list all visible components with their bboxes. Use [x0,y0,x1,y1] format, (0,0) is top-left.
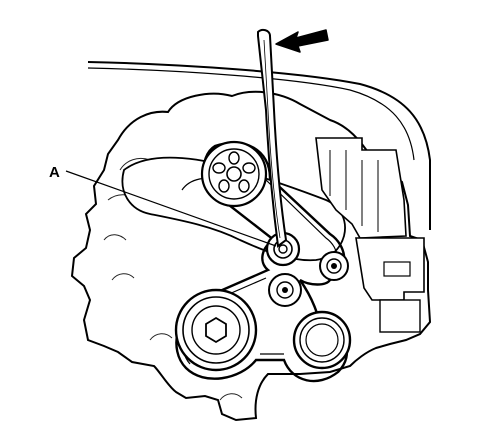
hood-panel-edge [87,67,415,161]
tensioner-tool-bar [257,28,288,248]
engine-mount-bracket [315,137,407,239]
mount-ribs [329,150,379,232]
crankshaft-pulley [174,288,258,372]
crank-bolt-hex [205,316,227,344]
lower-bracket [355,237,425,301]
casting-detail [103,157,243,401]
accessory-pulley [292,310,352,370]
bracket-slot [383,261,411,277]
tool-arrow-icon [275,29,329,53]
idler-pulley-lower [268,273,302,307]
bracket-slot-lower [379,299,421,333]
water-pump-pulley [200,140,268,208]
hood-panel-line [87,61,431,230]
idler-pulley-right [319,251,349,281]
callout-leader-line [65,170,277,247]
callout-label-a: A [49,164,60,181]
tool-bar-highlight [263,39,281,239]
